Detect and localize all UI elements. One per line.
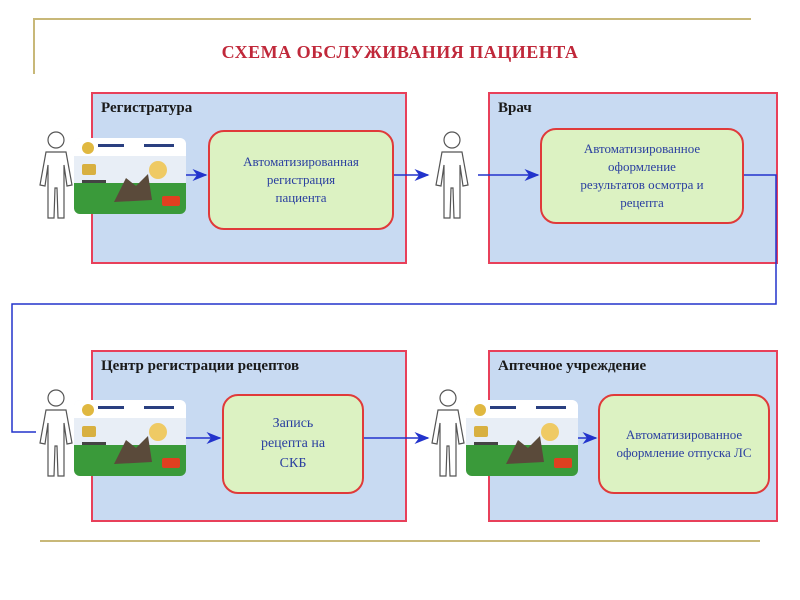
- panel-registry-title: Регистратура: [101, 100, 193, 116]
- left-frame-line: [33, 18, 35, 74]
- panel-doctor-title: Врач: [498, 100, 532, 116]
- person-icon: [39, 389, 73, 477]
- person-icon: [431, 389, 465, 477]
- patient-card-icon: [74, 138, 186, 214]
- person-icon: [435, 131, 469, 219]
- panel-prescription-center-title: Центр регистрации рецептов: [101, 358, 300, 374]
- process-dispense-medication: Автоматизированное оформление отпуска ЛС: [598, 394, 770, 494]
- process-registration: Автоматизированная регистрация пациента: [208, 130, 394, 230]
- patient-card-icon: [466, 400, 578, 476]
- process-exam-results: Автоматизированное оформление результато…: [540, 128, 744, 224]
- arrow-icon: [11, 169, 777, 444]
- person-icon: [39, 131, 73, 219]
- patient-card-icon: [74, 400, 186, 476]
- panel-pharmacy-title: Аптечное учреждение: [498, 358, 647, 374]
- diagram-title: СХЕМА ОБСЛУЖИВАНИЯ ПАЦИЕНТА: [221, 42, 579, 62]
- bottom-frame-line: [40, 540, 760, 542]
- top-frame-line: [33, 18, 751, 20]
- process-record-prescription: Запись рецепта на СКБ: [222, 394, 364, 494]
